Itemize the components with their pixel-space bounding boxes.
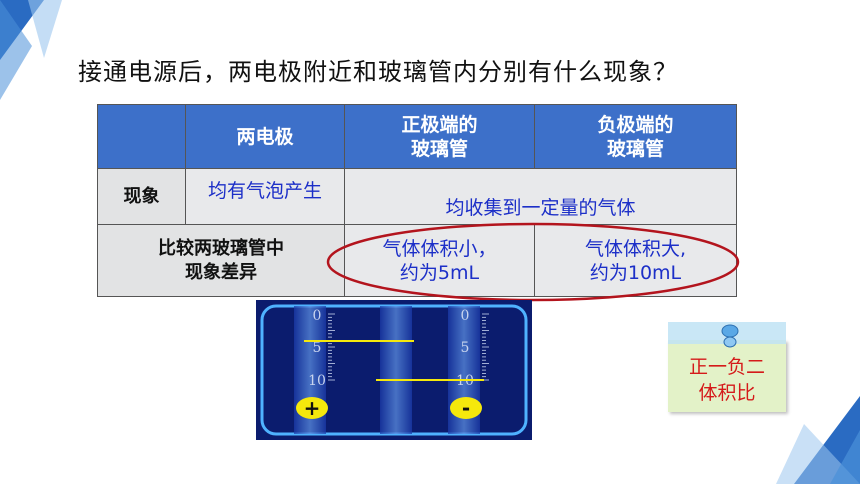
difference-negative-line1: 气体体积大, bbox=[584, 237, 687, 260]
header-negative-tube: 负极端的 玻璃管 bbox=[534, 104, 737, 169]
right-scale-0: 0 bbox=[461, 308, 470, 324]
left-scale-0: 0 bbox=[313, 308, 322, 324]
electrolysis-apparatus: 0 5 10 0 5 10 + - bbox=[256, 300, 532, 440]
difference-positive-line1: 气体体积小， bbox=[382, 237, 497, 260]
note-line2: 体积比 bbox=[698, 382, 756, 404]
table-row-difference: 比较两玻璃管中 现象差异 气体体积小， 约为5mL 气体体积大, 约为10mL bbox=[97, 224, 737, 297]
left-scale-10: 10 bbox=[308, 373, 326, 389]
difference-positive-line2: 约为5mL bbox=[399, 261, 480, 284]
left-scale-5: 5 bbox=[313, 340, 322, 356]
phenomenon-tubes: 均收集到一定量的气体 bbox=[344, 168, 737, 225]
header-positive-line2: 玻璃管 bbox=[410, 137, 468, 160]
positive-electrode-badge bbox=[296, 397, 328, 419]
negative-electrode-badge bbox=[450, 397, 482, 419]
difference-positive: 气体体积小， 约为5mL bbox=[344, 224, 535, 297]
header-negative-line2: 玻璃管 bbox=[606, 137, 664, 160]
bottom-right-decoration bbox=[776, 396, 860, 484]
phenomenon-label: 现象 bbox=[97, 168, 186, 225]
sticky-note: 正一负二 体积比 bbox=[668, 322, 790, 414]
minus-symbol: - bbox=[462, 396, 470, 420]
difference-label: 比较两玻璃管中 现象差异 bbox=[97, 224, 345, 297]
middle-tube bbox=[380, 306, 412, 434]
difference-negative-line2: 约为10mL bbox=[589, 261, 682, 284]
note-line1: 正一负二 bbox=[688, 356, 765, 378]
header-blank-cell bbox=[97, 104, 186, 169]
table-header-row: 两电极 正极端的 玻璃管 负极端的 玻璃管 bbox=[97, 104, 737, 169]
difference-negative: 气体体积大, 约为10mL bbox=[534, 224, 737, 297]
difference-label-line1: 比较两玻璃管中 bbox=[158, 237, 284, 259]
header-positive-line1: 正极端的 bbox=[401, 113, 478, 136]
header-electrodes-text: 两电极 bbox=[236, 125, 294, 148]
pushpin-icon bbox=[721, 324, 739, 348]
sticky-note-text: 正一负二 体积比 bbox=[668, 354, 786, 406]
right-scale-5: 5 bbox=[461, 340, 470, 356]
header-negative-line1: 负极端的 bbox=[597, 113, 674, 136]
phenomenon-electrodes: 均有气泡产生 bbox=[185, 168, 345, 225]
plus-symbol: + bbox=[304, 396, 321, 420]
difference-label-line2: 现象差异 bbox=[185, 261, 257, 283]
sticky-note-paper bbox=[668, 340, 786, 412]
header-positive-tube: 正极端的 玻璃管 bbox=[344, 104, 535, 169]
comparison-table: 两电极 正极端的 玻璃管 负极端的 玻璃管 现象 均有气泡产生 均收集到一定量的… bbox=[97, 104, 737, 297]
table-row-phenomenon: 现象 均有气泡产生 均收集到一定量的气体 bbox=[97, 168, 737, 225]
question-heading: 接通电源后，两电极附近和玻璃管内分别有什么现象？ bbox=[78, 58, 678, 86]
top-left-decoration bbox=[0, 0, 62, 100]
header-electrodes: 两电极 bbox=[185, 104, 345, 169]
